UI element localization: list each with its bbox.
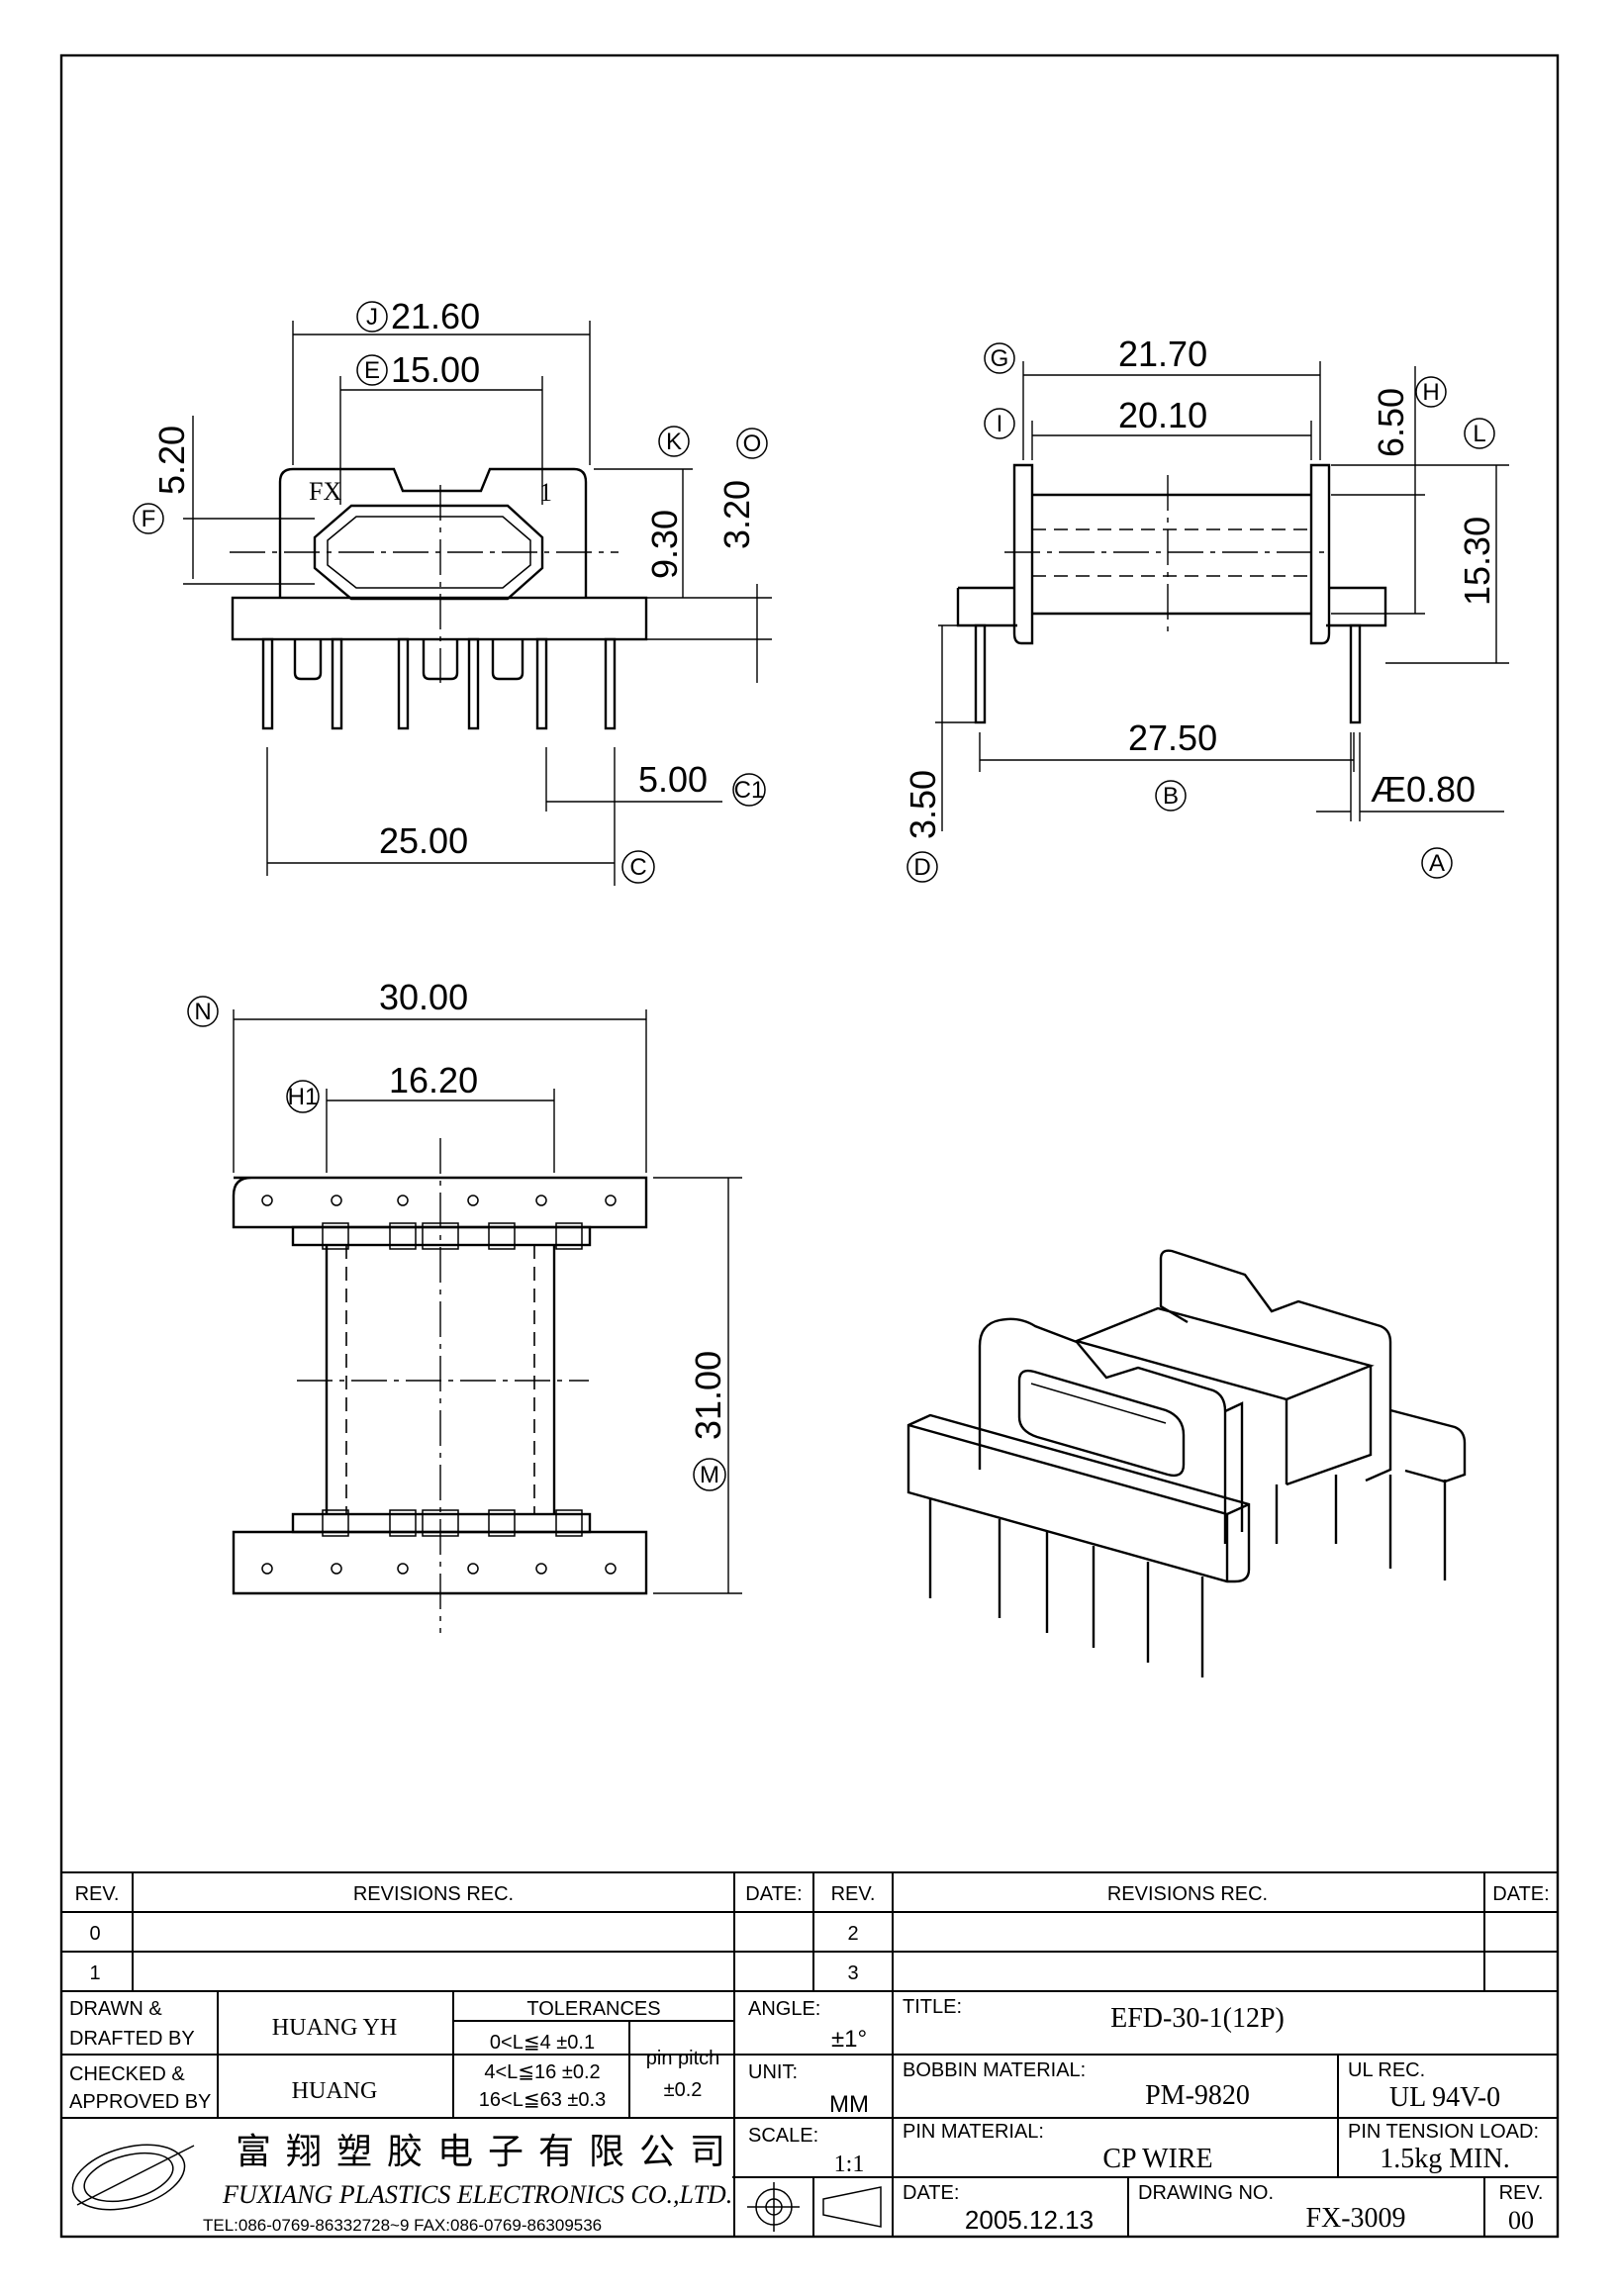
rev-value: 00 xyxy=(1508,2206,1534,2235)
dim-E-value: 15.00 xyxy=(391,349,480,390)
pin-material-label: PIN MATERIAL: xyxy=(903,2121,1044,2143)
pin-tension-label: PIN TENSION LOAD: xyxy=(1348,2121,1539,2143)
tolerance-2: 4<L≦16 ±0.2 xyxy=(484,2061,600,2083)
bobbin-material-label: BOBBIN MATERIAL: xyxy=(903,2059,1086,2081)
ul-rec-label: UL REC. xyxy=(1348,2059,1425,2081)
projection-symbol xyxy=(747,2182,882,2232)
company-logo xyxy=(71,2144,195,2211)
dim-M-value: 31.00 xyxy=(688,1351,728,1440)
sheet-border xyxy=(59,53,1560,2239)
callout-F: F xyxy=(142,506,156,532)
rev-row-0: 0 xyxy=(89,1923,100,1945)
rev-row-1: 1 xyxy=(89,1962,100,1984)
checked-label-1: CHECKED & xyxy=(69,2063,185,2085)
callout-O: O xyxy=(743,430,762,457)
tolerances-header: TOLERANCES xyxy=(526,1998,660,2020)
callout-I: I xyxy=(997,411,1003,437)
callout-J: J xyxy=(366,304,378,331)
rev-label: REV. xyxy=(1499,2182,1544,2204)
scale-value: 1:1 xyxy=(834,2152,865,2177)
callout-C1: C1 xyxy=(734,777,765,804)
tolerance-1: 0<L≦4 ±0.1 xyxy=(490,2032,595,2054)
drawn-label-2: DRAFTED BY xyxy=(69,2028,195,2050)
angle-label: ANGLE: xyxy=(748,1998,820,2020)
drawn-by: HUANG YH xyxy=(272,2015,397,2041)
revisions-header-left: REVISIONS REC. xyxy=(353,1883,514,1905)
dim-K-value: 9.30 xyxy=(644,510,685,579)
drawn-label-1: DRAWN & xyxy=(69,1998,162,2020)
checked-by: HUANG xyxy=(292,2078,378,2104)
dim-G-value: 21.70 xyxy=(1118,334,1207,374)
callout-N: N xyxy=(194,999,211,1025)
callout-A: A xyxy=(1429,850,1445,877)
callout-L: L xyxy=(1473,421,1485,447)
date-value: 2005.12.13 xyxy=(965,2205,1094,2235)
dim-L-value: 15.30 xyxy=(1457,517,1497,606)
title-value: EFD-30-1(12P) xyxy=(1110,2003,1285,2034)
dim-N-value: 30.00 xyxy=(379,977,468,1017)
bobbin-material-value: PM-9820 xyxy=(1145,2080,1250,2111)
title-block: REV. REVISIONS REC. DATE: REV. REVISIONS… xyxy=(61,1871,1558,2237)
pin-one-mark: 1 xyxy=(539,478,552,507)
pin-material-value: CP WIRE xyxy=(1102,2144,1212,2174)
callout-D: D xyxy=(913,854,930,881)
callout-B: B xyxy=(1163,783,1179,810)
dim-O-value: 3.20 xyxy=(716,480,757,549)
front-logo: FX xyxy=(309,477,341,506)
front-pins xyxy=(261,637,617,730)
dim-H1-value: 16.20 xyxy=(389,1060,478,1100)
dim-C-value: 25.00 xyxy=(379,820,468,861)
rev-header-right: REV. xyxy=(831,1883,876,1905)
side-view: 21.70 G 20.10 I 6.50 H 15.30 L 27.50 B xyxy=(903,334,1509,883)
callout-M: M xyxy=(700,1462,719,1488)
pin-pitch-value: ±0.2 xyxy=(664,2079,703,2101)
dim-F-value: 5.20 xyxy=(151,426,192,495)
company-contact: TEL:086-0769-86332728~9 FAX:086-0769-863… xyxy=(203,2216,602,2235)
rev-header-left: REV. xyxy=(75,1883,120,1905)
scale-label: SCALE: xyxy=(748,2125,818,2147)
dim-B-value: 27.50 xyxy=(1128,718,1217,758)
pin-tension-value: 1.5kg MIN. xyxy=(1380,2144,1509,2174)
drawing-no-value: FX-3009 xyxy=(1305,2203,1405,2234)
drawing-no-label: DRAWING NO. xyxy=(1138,2182,1274,2204)
dim-C1-value: 5.00 xyxy=(638,759,708,800)
dim-D-value: 3.50 xyxy=(903,770,943,839)
date-label: DATE: xyxy=(903,2182,959,2204)
title-label: TITLE: xyxy=(903,1996,962,2018)
tolerance-3: 16<L≦63 ±0.3 xyxy=(479,2089,606,2111)
dim-A-value: Æ0.80 xyxy=(1371,769,1476,810)
date-header-left: DATE: xyxy=(745,1883,802,1905)
angle-value: ±1° xyxy=(831,2026,867,2053)
callout-E: E xyxy=(364,357,380,384)
callout-K: K xyxy=(666,429,682,455)
checked-label-2: APPROVED BY xyxy=(69,2091,211,2113)
revisions-header-right: REVISIONS REC. xyxy=(1107,1883,1268,1905)
isometric-view xyxy=(906,1249,1467,1677)
callout-H1: H1 xyxy=(288,1084,319,1110)
dim-J-value: 21.60 xyxy=(391,296,480,336)
company-name-cn: 富翔塑胶电子有限公司 xyxy=(236,2132,740,2171)
company-name-en: FUXIANG PLASTICS ELECTRONICS CO.,LTD. xyxy=(222,2180,732,2209)
front-view: FX 1 J 21.60 E 15.00 xyxy=(133,296,772,886)
callout-G: G xyxy=(991,345,1009,372)
ul-rec-value: UL 94V-0 xyxy=(1389,2082,1500,2113)
callout-C: C xyxy=(629,854,646,881)
unit-label: UNIT: xyxy=(748,2061,798,2083)
bottom-view: 30.00 N 16.20 H1 31.00 M xyxy=(187,977,742,1633)
pin-pitch-label: pin pitch xyxy=(646,2048,720,2069)
rev-row-3: 3 xyxy=(847,1962,858,1984)
callout-H: H xyxy=(1422,379,1439,406)
dim-I-value: 20.10 xyxy=(1118,395,1207,435)
unit-value: MM xyxy=(829,2091,869,2118)
dim-H-value: 6.50 xyxy=(1371,388,1411,457)
rev-row-2: 2 xyxy=(847,1923,858,1945)
date-header-right: DATE: xyxy=(1492,1883,1549,1905)
